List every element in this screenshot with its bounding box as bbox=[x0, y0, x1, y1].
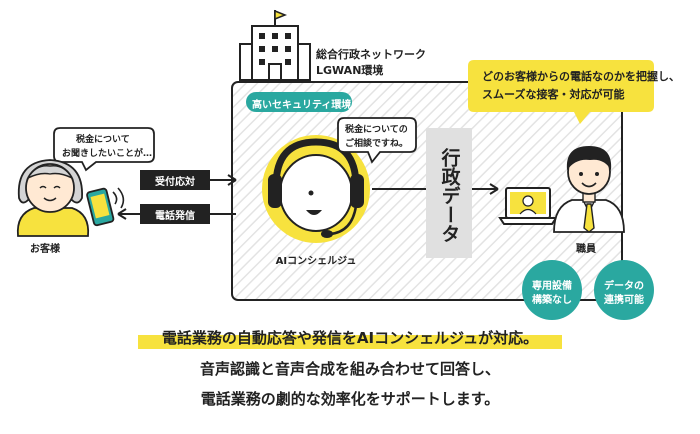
badge-no-dedicated-equipment bbox=[522, 260, 582, 320]
incoming-arrow-label: 受付応対 bbox=[155, 177, 195, 188]
ai-bubble-line2: ご相談ですね。 bbox=[345, 139, 409, 149]
customer-label: お客様 bbox=[30, 244, 60, 255]
data-to-staff-arrow bbox=[472, 183, 499, 195]
caption-line3: 電話業務の劇的な効率化をサポートします。 bbox=[200, 390, 500, 408]
benefit-line1: どのお客様からの電話なのかを把握し、 bbox=[482, 70, 680, 83]
customer-bubble-line1: 税金について bbox=[76, 135, 130, 145]
ai-speech-bubble bbox=[337, 117, 417, 164]
smartphone-icon bbox=[86, 187, 115, 227]
government-building-icon bbox=[239, 9, 311, 81]
ai-bubble-line1: 税金についての bbox=[345, 125, 408, 135]
security-label: 高いセキュリティ環境 bbox=[252, 100, 352, 111]
badge1-line1: 専用設備 bbox=[532, 281, 572, 292]
badge2-line2: 連携可能 bbox=[604, 295, 644, 306]
badge-data-linkage bbox=[594, 260, 654, 320]
badge2-line1: データの bbox=[604, 281, 644, 292]
administrative-data-box bbox=[426, 128, 472, 258]
benefit-line2: スムーズな接客・対応が可能 bbox=[482, 88, 625, 101]
call-wave-icon bbox=[112, 187, 125, 209]
customer-bubble-line2: お聞きしたいことが… bbox=[62, 149, 153, 159]
caption-line1: 電話業務の自動応答や発信をAIコンシェルジュが対応。 bbox=[161, 329, 539, 347]
staff-label: 職員 bbox=[576, 244, 596, 255]
network-name-line2: LGWAN環境 bbox=[316, 64, 384, 77]
security-label-pill bbox=[246, 92, 352, 112]
customer-avatar bbox=[16, 159, 90, 237]
administrative-data-label: 行政データ bbox=[438, 147, 461, 243]
incoming-arrow bbox=[140, 170, 237, 190]
outgoing-arrow bbox=[117, 204, 236, 224]
network-name-line1: 総合行政ネットワーク bbox=[316, 48, 426, 61]
benefit-bubble bbox=[468, 60, 654, 124]
outgoing-arrow-label: 電話発信 bbox=[155, 211, 195, 222]
caption-highlight bbox=[138, 335, 562, 349]
caption-line2: 音声認識と音声合成を組み合わせて回答し、 bbox=[199, 360, 500, 378]
badge1-line2: 構築なし bbox=[532, 295, 572, 306]
staff-avatar bbox=[553, 146, 625, 233]
customer-speech-bubble bbox=[53, 127, 155, 172]
ai-concierge-label: AIコンシェルジュ bbox=[275, 256, 357, 267]
laptop-icon bbox=[498, 187, 558, 225]
ai-concierge-icon bbox=[262, 135, 370, 243]
